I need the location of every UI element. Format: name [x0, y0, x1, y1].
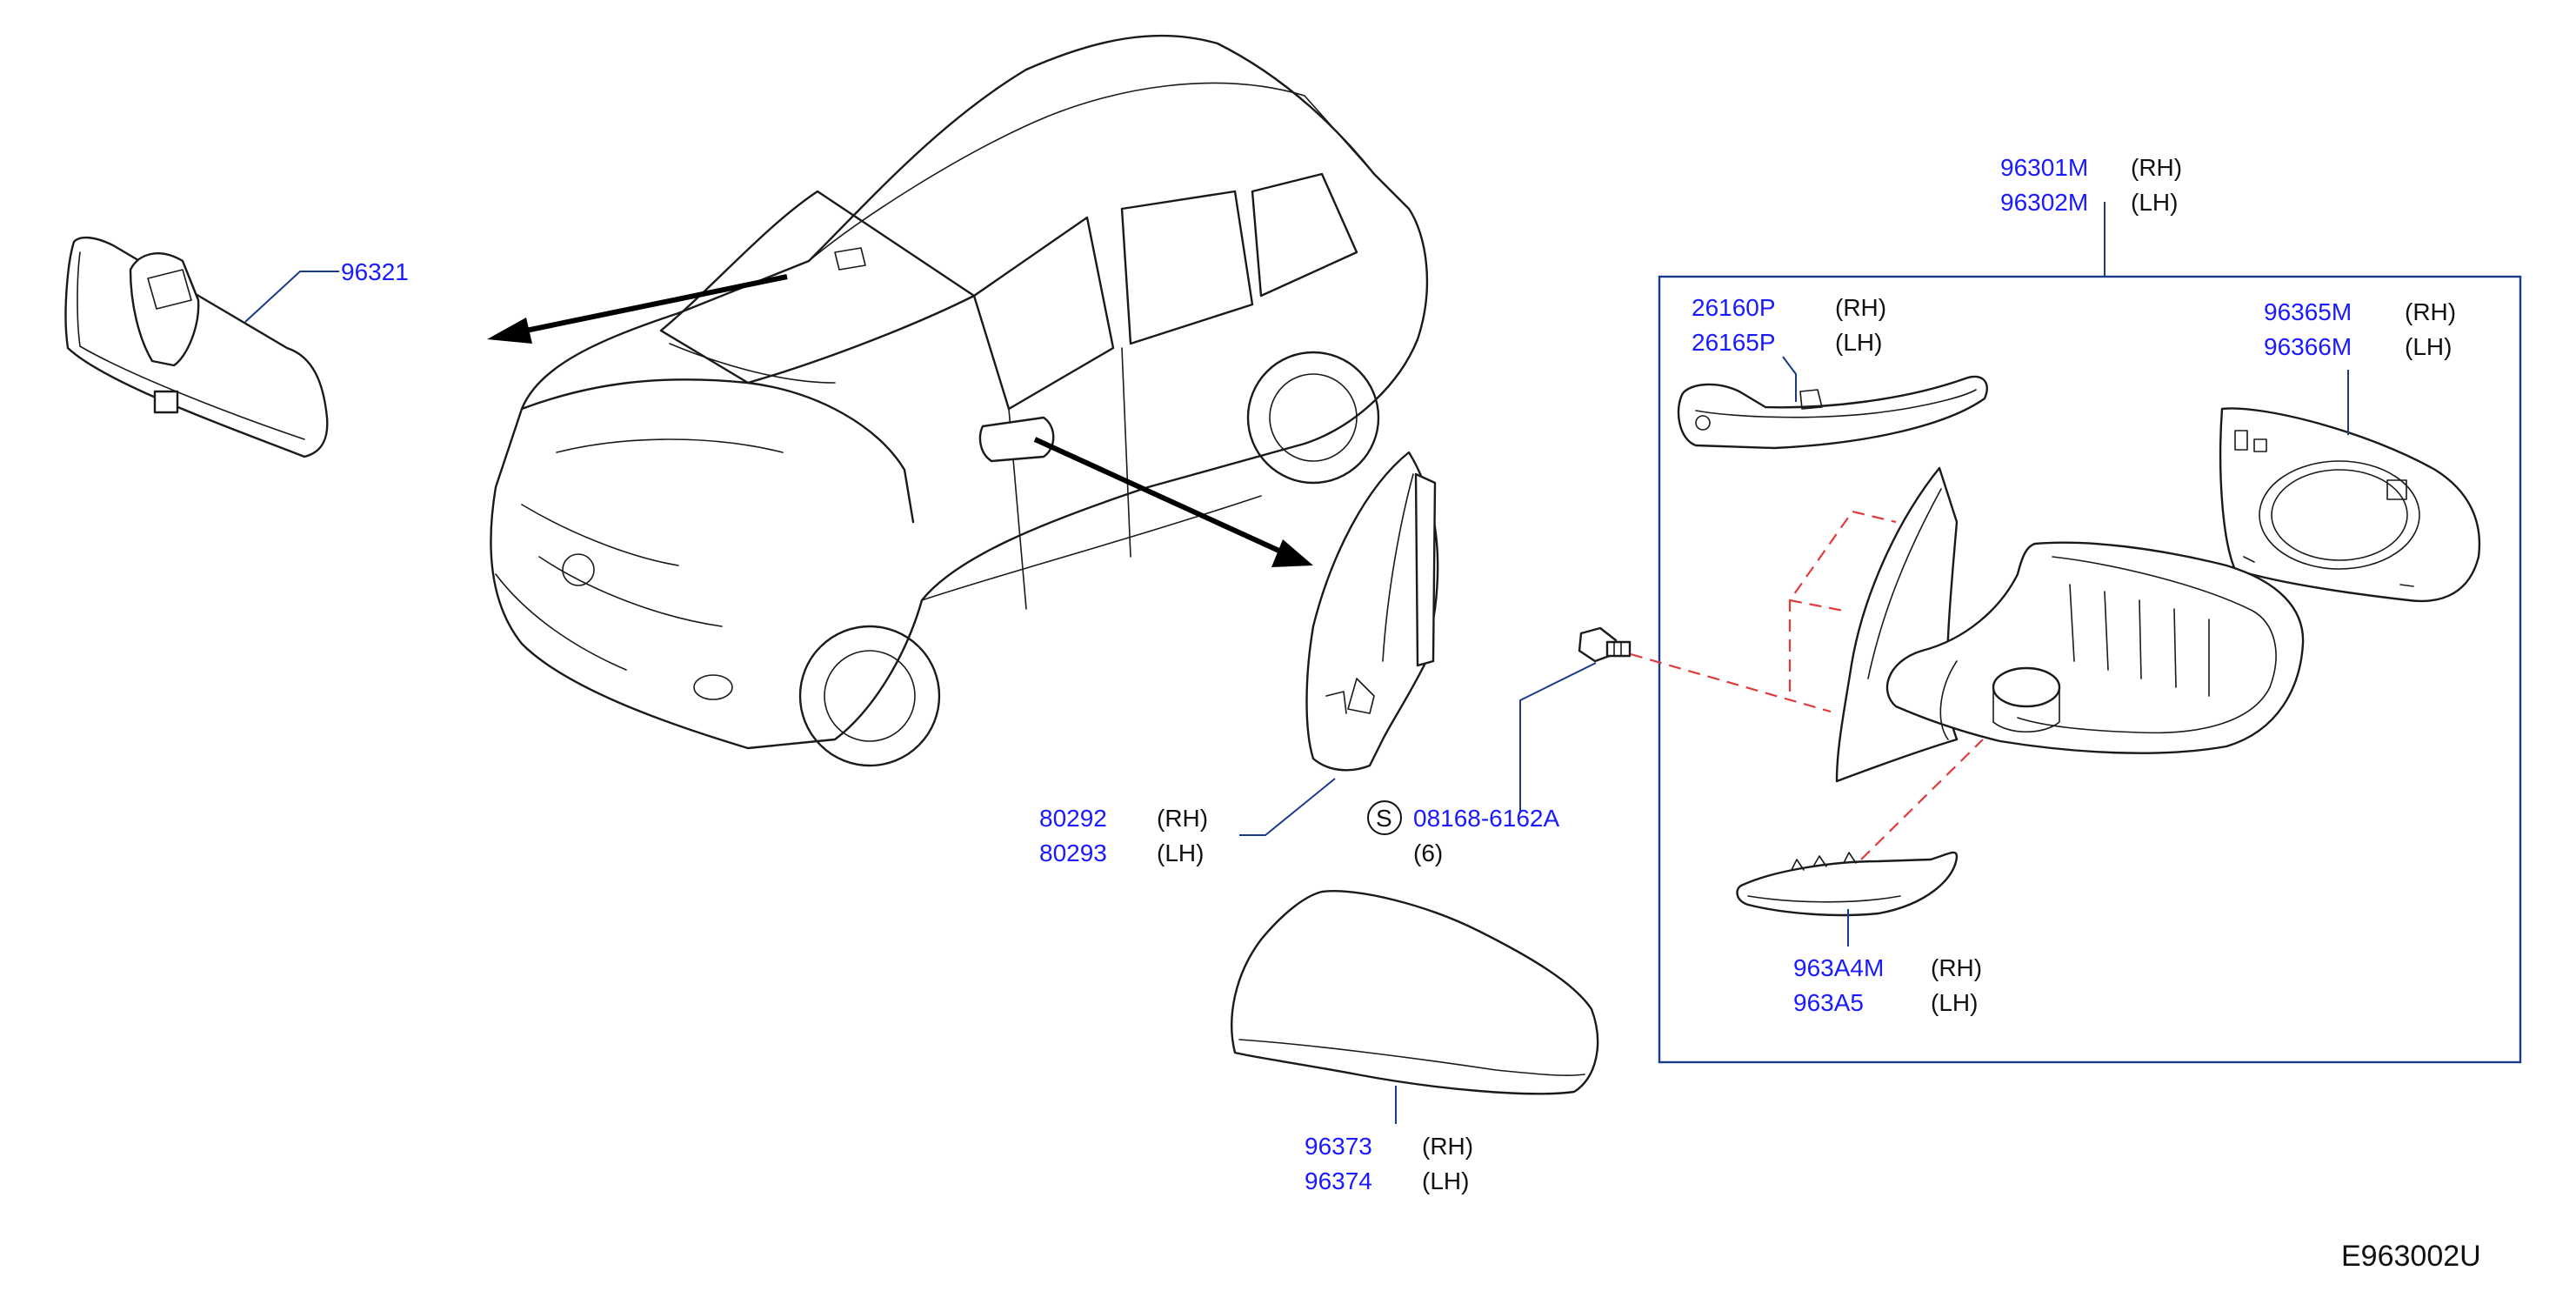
lower-cover-rh-side: (RH) [1931, 954, 1982, 981]
bolt-quantity: (6) [1413, 839, 1443, 866]
arrow-to-door-mirror [1033, 437, 1313, 567]
mirror-glass-lh-number: 96366M [2264, 333, 2352, 360]
mirror-cover-lh-side: (LH) [1422, 1167, 1469, 1194]
leader-rearview-mirror [244, 271, 339, 323]
mirror-glass-lh-side: (LH) [2405, 333, 2452, 360]
rearview-mirror-drawing [64, 236, 329, 458]
corner-finisher-lh-number: 80293 [1039, 839, 1107, 866]
mirror-assembly-box [1658, 275, 2522, 1064]
leader-corner-finisher [1239, 778, 1336, 836]
corner-finisher-rh-side: (RH) [1157, 805, 1208, 832]
mirror-cover-rh-number: 96373 [1305, 1133, 1372, 1160]
standard-part-symbol-circle [1367, 800, 1402, 835]
lower-cover-drawing [1736, 851, 1959, 917]
arrow-to-rearview-mirror [487, 274, 788, 344]
corner-finisher-rh-number: 80292 [1039, 805, 1107, 832]
mirror-assembly-lh-side: (LH) [2131, 189, 2178, 216]
turn-signal-drawing [1677, 375, 1988, 450]
rearview-mirror-part-number: 96321 [341, 258, 409, 285]
mirror-assembly-rh-side: (RH) [2131, 154, 2182, 181]
mirror-cover-rh-side: (RH) [1422, 1133, 1473, 1160]
bolt-drawing [1578, 626, 1632, 663]
lower-cover-lh-side: (LH) [1931, 989, 1978, 1016]
bolt-part-number: 08168-6162A [1413, 805, 1559, 832]
turn-signal-rh-side: (RH) [1835, 294, 1886, 321]
turn-signal-lh-side: (LH) [1835, 329, 1882, 356]
mirror-glass-rh-side: (RH) [2405, 298, 2456, 325]
leader-bolt [1519, 662, 1597, 813]
turn-signal-rh-number: 26160P [1692, 294, 1776, 321]
lower-cover-lh-number: 963A5 [1793, 989, 1864, 1016]
mirror-assembly-rh-number: 96301M [2000, 154, 2088, 181]
turn-signal-lh-number: 26165P [1692, 329, 1776, 356]
mirror-assembly-lh-number: 96302M [2000, 189, 2088, 216]
assembly-path-lines [1630, 510, 1984, 860]
mirror-housing-drawing [1835, 466, 2305, 783]
mirror-cover-lh-number: 96374 [1305, 1167, 1372, 1194]
mirror-glass-drawing [2219, 407, 2481, 603]
mirror-cover-drawing [1231, 890, 1599, 1095]
vehicle-drawing [490, 34, 1429, 767]
standard-part-symbol: S [1376, 805, 1392, 832]
mirror-glass-rh-number: 96365M [2264, 298, 2352, 325]
corner-finisher-lh-side: (LH) [1157, 839, 1204, 866]
corner-finisher-drawing [1305, 451, 1439, 772]
lower-cover-rh-number: 963A4M [1793, 954, 1884, 981]
leader-turn-signal [1782, 356, 1797, 402]
figure-code: E963002U [2341, 1240, 2481, 1273]
